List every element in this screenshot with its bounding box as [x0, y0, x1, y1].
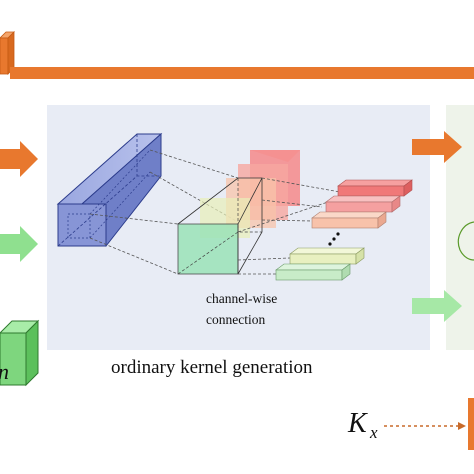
channel-wise-label-line1: channel-wise: [206, 291, 277, 306]
partial-math-letter: n: [0, 359, 9, 384]
channel-wise-label-line2: connection: [206, 312, 265, 327]
left-green-arrow: [0, 226, 38, 262]
blue-feature-block: [56, 132, 163, 247]
left-orange-arrow: [0, 141, 38, 177]
kx-arrow-head: [458, 422, 466, 430]
kx-label: K x: [347, 408, 378, 442]
right-ellipse-partial: [457, 221, 474, 261]
orange-skip-bar: [10, 67, 474, 79]
kernel-bar-2: [325, 195, 401, 213]
bars-ellipsis: [328, 232, 340, 246]
bottom-left-green-cube: [0, 319, 40, 387]
kx-target-block: [468, 398, 474, 450]
kernel-bar-3: [311, 211, 387, 229]
kernel-bars: [275, 179, 413, 281]
kx-subscript: x: [369, 423, 378, 442]
red-kernel-block: [200, 150, 300, 238]
top-orange-block: [0, 31, 15, 75]
green-feature-block: [177, 177, 263, 275]
projection-lines-to-bars: [237, 177, 341, 275]
kx-main: K: [347, 408, 368, 439]
right-green-arrow: [412, 290, 462, 322]
kernel-bar-4: [289, 247, 365, 265]
projection-lines-blue-to-green: [89, 149, 239, 275]
kernel-bar-5: [275, 263, 351, 281]
section-caption: ordinary kernel generation: [111, 357, 313, 378]
right-orange-arrow: [412, 131, 462, 163]
kernel-bar-1: [337, 179, 413, 197]
